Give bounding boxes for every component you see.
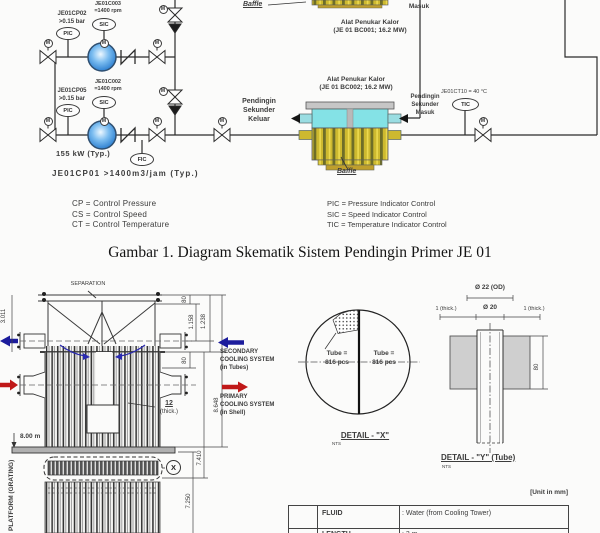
baffle-label-1: Baffle bbox=[243, 1, 263, 8]
dim-3011: 3.011 bbox=[1, 308, 7, 324]
sic-bubble-1: SIC bbox=[92, 18, 116, 31]
legend-left: CP = Control Pressure CS = Control Speed… bbox=[72, 199, 170, 229]
tube-od-label: Ø 22 (OD) bbox=[475, 284, 505, 291]
valve-motor-icon: M bbox=[43, 116, 53, 126]
dim-7410: 7.410 bbox=[197, 450, 203, 466]
heat-exchanger-1-icon bbox=[267, 0, 389, 9]
pump-flow-label: JE01CP01 >1400m3/jam (Typ.) bbox=[52, 169, 199, 178]
keluar-arrow-icon bbox=[291, 114, 300, 123]
sekunder-masuk-label: Pendingin Sekunder Masuk bbox=[410, 94, 440, 116]
secondary-legend-arrow-icon bbox=[218, 337, 244, 348]
pump-tag-1: JE01C003 =1400 rpm bbox=[94, 1, 122, 14]
platform-height-label: 8.00 m bbox=[20, 433, 41, 440]
dim-1238: 1.238 bbox=[201, 314, 207, 330]
fic-bubble: FIC bbox=[130, 153, 154, 166]
heat-exchanger-2-icon bbox=[298, 101, 402, 171]
tube-count-left: Tube = 816 pcs bbox=[325, 350, 349, 366]
figure-caption: Gambar 1. Diagram Skematik Sistem Pendin… bbox=[108, 244, 492, 261]
table-divider bbox=[289, 528, 568, 529]
valve-motor-icon: M bbox=[217, 116, 227, 126]
pump-motor-icon: M bbox=[99, 116, 109, 126]
tube-thick-left: 1 (thick.) bbox=[435, 306, 457, 312]
valve-motor-icon: M bbox=[158, 4, 168, 14]
pic-bubble-2: PIC bbox=[56, 104, 80, 117]
pump-motor-icon: M bbox=[99, 38, 109, 48]
valve-motor-icon: M bbox=[43, 38, 53, 48]
tic-bubble: TIC bbox=[452, 98, 479, 111]
valve-icons bbox=[39, 7, 492, 143]
primary-legend-arrow-icon bbox=[222, 381, 248, 393]
detail-y-drawing bbox=[439, 295, 548, 453]
detail-x-nts: NTS bbox=[332, 441, 341, 446]
pump-power-label: 155 kW (Typ.) bbox=[56, 149, 111, 158]
detail-x-drawing bbox=[298, 309, 420, 415]
legend-right: PIC = Pressure Indicator Control SIC = S… bbox=[327, 199, 447, 229]
shell-thickness-value: 12 bbox=[165, 400, 173, 407]
pump-tag-2: JE01C002 =1400 rpm bbox=[94, 79, 122, 92]
platform-grating-label: PLATFORM (GRATING) bbox=[8, 459, 15, 531]
table-row-value: : Water (from Cooling Tower) bbox=[402, 510, 492, 517]
table-row-label: LENGTH bbox=[322, 531, 394, 533]
dim-1158: 1.158 bbox=[189, 314, 195, 330]
tube-id-label: Ø 20 bbox=[482, 304, 498, 311]
secondary-out-arrow-icon bbox=[0, 335, 18, 347]
secondary-system-label: SECONDARY COOLING SYSTEM (in Tubes) bbox=[220, 349, 275, 371]
masuk-arrow-icon bbox=[399, 114, 408, 123]
baffle-label-2: Baffle bbox=[337, 168, 357, 175]
dim-8648: 8.648 bbox=[214, 397, 220, 413]
dimension-lines bbox=[11, 294, 228, 533]
table-row-label: FLUID bbox=[322, 510, 343, 517]
detail-x-title: DETAIL - "X" bbox=[340, 431, 390, 440]
valve-motor-icon: M bbox=[152, 116, 162, 126]
pressure-tag-1: JE01CP02 >0.15 bar bbox=[57, 11, 87, 25]
dim-80-mid: 80 bbox=[182, 357, 188, 364]
table-row-value: : 3 m bbox=[402, 531, 568, 533]
shell-thickness-unit: (thick.) bbox=[160, 409, 178, 415]
dim-7250: 7.250 bbox=[186, 493, 192, 509]
check-valve-icons bbox=[120, 48, 136, 144]
separation-label: SEPARATION bbox=[70, 281, 106, 287]
sekunder-keluar-label: Pendingin Sekunder Keluar bbox=[242, 98, 276, 123]
primary-system-label: PRIMARY COOLING SYSTEM (in Shell) bbox=[220, 394, 275, 416]
primary-in-arrow-icon bbox=[0, 379, 18, 391]
table-divider bbox=[399, 506, 400, 533]
vessel-drawing bbox=[0, 290, 196, 533]
tube-count-right: Tube = 816 pcs bbox=[372, 350, 396, 366]
unit-note: [Unit in mm] bbox=[530, 489, 568, 496]
sekunder-masuk-top-label: Sekunder Masuk bbox=[404, 0, 434, 10]
flow-arrowheads bbox=[291, 114, 408, 123]
detail-y-nts: NTS bbox=[442, 464, 451, 469]
table-divider bbox=[317, 506, 318, 533]
pic-bubble-1: PIC bbox=[56, 27, 80, 40]
pressure-tag-2: JE01CP05 >0.15 bar bbox=[57, 88, 87, 102]
spec-table bbox=[288, 505, 569, 533]
valve-motor-icon: M bbox=[478, 116, 488, 126]
temperature-tag: JE01CT10 = 40 °C bbox=[440, 89, 488, 95]
valve-motor-icon: M bbox=[152, 38, 162, 48]
detail-x-marker: X bbox=[166, 460, 181, 475]
tube-thick-right: 1 (thick.) bbox=[523, 306, 545, 312]
heat-exchanger-1-label: Alat Penukar Kalor (JE 01 BC001; 16.2 MW… bbox=[333, 19, 407, 34]
heat-exchanger-2-label: Alat Penukar Kalor (JE 01 BC002; 16.2 MW… bbox=[319, 76, 393, 91]
detail-y-title: DETAIL - "Y" (Tube) bbox=[441, 453, 516, 462]
dim-80-detail-y: 80 bbox=[534, 363, 540, 371]
sic-bubble-2: SIC bbox=[92, 96, 116, 109]
valve-motor-icon: M bbox=[158, 86, 168, 96]
